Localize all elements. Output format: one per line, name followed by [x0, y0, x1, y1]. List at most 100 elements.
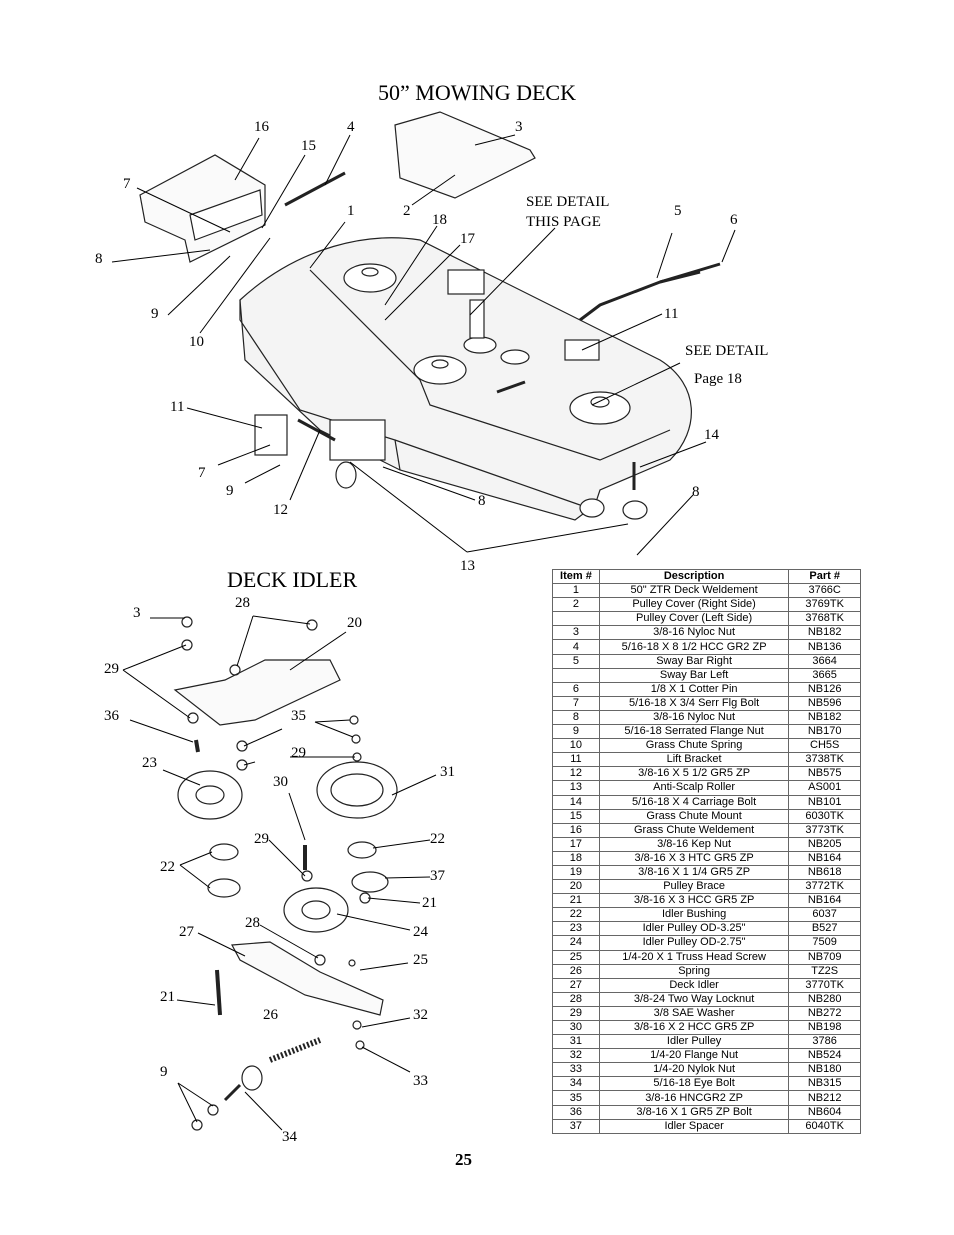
cell-part: B527 — [788, 921, 861, 937]
callout-29: 29 — [254, 831, 269, 847]
cell-description: 5/16-18 Eye Bolt — [598, 1076, 790, 1092]
cell-description: 50" ZTR Deck Weldement — [598, 583, 790, 599]
callout-21: 21 — [422, 895, 437, 911]
cell-item — [552, 611, 600, 627]
cell-item: 27 — [552, 977, 600, 993]
cell-item: 1 — [552, 583, 600, 599]
callout-28: 28 — [235, 595, 250, 611]
callout-29: 29 — [291, 745, 306, 761]
cell-part: NB164 — [788, 850, 861, 866]
cell-part: NB709 — [788, 949, 861, 965]
callout-37: 37 — [430, 868, 445, 884]
callout-7: 7 — [198, 465, 206, 481]
callout-31: 31 — [440, 764, 455, 780]
header-item: Item # — [552, 568, 600, 585]
cell-part: NB182 — [788, 625, 861, 641]
cell-item: 7 — [552, 695, 600, 711]
see-detail-this-page-note: SEE DETAIL THIS PAGE — [526, 194, 610, 230]
cell-part: 6037 — [788, 907, 861, 923]
cell-item: 35 — [552, 1090, 600, 1106]
cell-part: 3770TK — [788, 977, 861, 993]
callout-29: 29 — [104, 661, 119, 677]
callout-35: 35 — [291, 708, 306, 724]
table-header-row: Item # Description Part # — [552, 568, 861, 585]
cell-description: Grass Chute Mount — [598, 808, 790, 824]
cell-description: 1/4-20 X 1 Truss Head Screw — [598, 949, 790, 965]
cell-description: Lift Bracket — [598, 752, 790, 768]
cell-description: 3/8-16 X 1 1/4 GR5 ZP — [598, 864, 790, 881]
cell-item: 31 — [552, 1034, 600, 1050]
callout-22: 22 — [430, 831, 445, 847]
cell-part: NB101 — [788, 794, 861, 810]
cell-item: 30 — [552, 1019, 600, 1036]
cell-item: 23 — [552, 921, 600, 937]
cell-description: 5/16-18 Serrated Flange Nut — [598, 724, 790, 740]
cell-item: 24 — [552, 935, 600, 951]
cell-part: NB212 — [788, 1090, 861, 1106]
cell-description: 3/8-16 X 2 HCC GR5 ZP — [598, 1019, 790, 1036]
cell-part: NB618 — [788, 864, 861, 881]
callout-21: 21 — [160, 989, 175, 1005]
cell-description: Idler Pulley OD-3.25" — [598, 921, 790, 937]
cell-description: 3/8-16 Nyloc Nut — [598, 709, 790, 726]
callout-28: 28 — [245, 915, 260, 931]
cell-part: NB182 — [788, 709, 861, 726]
deck-idler-arm — [231, 941, 384, 1016]
callout-1: 1 — [347, 203, 355, 219]
cell-item: 15 — [552, 808, 600, 824]
cell-item: 4 — [552, 639, 600, 655]
cell-item: 33 — [552, 1062, 600, 1078]
cell-item: 36 — [552, 1104, 600, 1120]
cell-part: 3786 — [788, 1034, 861, 1050]
cell-description: Anti-Scalp Roller — [598, 780, 790, 796]
cell-item: 20 — [552, 879, 600, 895]
callout-9: 9 — [151, 306, 159, 322]
cell-part: NB280 — [788, 991, 861, 1007]
callout-27: 27 — [179, 924, 194, 940]
see-detail-note: SEE DETAIL — [685, 343, 769, 359]
cell-description: 1/4-20 Nylok Nut — [598, 1062, 790, 1078]
cell-item: 29 — [552, 1005, 600, 1022]
callout-34: 34 — [282, 1129, 297, 1145]
cell-item: 25 — [552, 949, 600, 965]
callout-26: 26 — [263, 1007, 278, 1023]
cell-description: Pulley Brace — [598, 879, 790, 895]
callout-3: 3 — [133, 605, 141, 621]
cell-description: Pulley Cover (Right Side) — [598, 597, 790, 613]
callout-9: 9 — [160, 1064, 168, 1080]
cell-item: 28 — [552, 991, 600, 1007]
callout-25: 25 — [413, 952, 428, 968]
cell-item: 12 — [552, 766, 600, 782]
cell-description: 1/8 X 1 Cotter Pin — [598, 681, 790, 697]
cell-item: 5 — [552, 653, 600, 669]
callout-33: 33 — [413, 1073, 428, 1089]
callout-17: 17 — [460, 231, 475, 247]
cell-item: 19 — [552, 864, 600, 881]
callout-8: 8 — [478, 493, 486, 509]
cell-item: 37 — [552, 1118, 600, 1134]
cell-item: 8 — [552, 709, 600, 726]
cell-description: Deck Idler — [598, 977, 790, 993]
callout-9: 9 — [226, 483, 234, 499]
cell-item: 34 — [552, 1076, 600, 1092]
cell-item: 9 — [552, 724, 600, 740]
callout-8: 8 — [692, 484, 700, 500]
deck-title: 50” MOWING DECK — [378, 80, 576, 105]
callout-36: 36 — [104, 708, 119, 724]
cell-item: 17 — [552, 836, 600, 852]
callout-32: 32 — [413, 1007, 428, 1023]
